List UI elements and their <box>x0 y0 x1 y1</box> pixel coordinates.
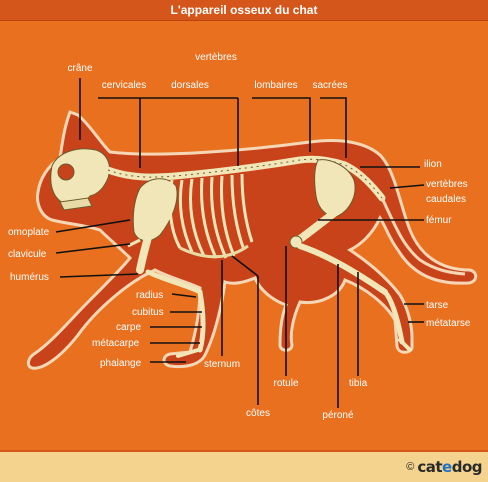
label-perone: péroné <box>322 410 354 421</box>
front-phalanges-bone <box>176 348 200 358</box>
catedog-logo-icon[interactable]: © catedog <box>406 458 482 476</box>
copyright-mark: © <box>406 461 415 473</box>
page-title: L'appareil osseux du chat <box>170 3 318 17</box>
label-cubitus: cubitus <box>132 307 164 318</box>
cat-skeleton-diagram: vertèbres crâne cervicales dorsales lomb… <box>8 52 478 421</box>
ulna-bone <box>197 289 206 353</box>
hind-phalanges-bone <box>398 338 412 352</box>
title-bar: L'appareil osseux du chat <box>0 0 488 21</box>
spine-joints <box>107 158 383 199</box>
label-phalange: phalange <box>100 358 142 369</box>
label-metacarpe: métacarpe <box>92 338 140 349</box>
brand-part-b: dog <box>451 458 483 476</box>
skeleton-illustration <box>50 148 466 358</box>
label-vertebres-caudales-1: vertèbres <box>426 179 468 190</box>
label-omoplate: omoplate <box>8 227 50 238</box>
pelvis-bone <box>314 159 356 217</box>
label-cervicales: cervicales <box>102 80 146 91</box>
label-sacrees: sacrées <box>312 80 347 91</box>
label-clavicule: clavicule <box>8 249 47 260</box>
label-metatarse: métatarse <box>426 318 471 329</box>
tibia-bone <box>297 243 388 295</box>
humerus-bone <box>136 226 154 274</box>
jaw-bone <box>59 197 93 211</box>
label-carpe: carpe <box>116 322 141 333</box>
label-ilion: ilion <box>424 159 442 170</box>
label-lombaires: lombaires <box>254 80 297 91</box>
tail-vertebrae-bone <box>380 197 466 276</box>
footer-bar: © catedog <box>0 450 488 482</box>
skull-bone <box>50 148 110 205</box>
label-radius: radius <box>136 290 163 301</box>
label-dorsales: dorsales <box>171 80 209 91</box>
label-tibia: tibia <box>349 378 368 389</box>
radius-bone <box>145 269 203 295</box>
label-vertebres-caudales-2: caudales <box>426 194 466 205</box>
label-rotule: rotule <box>273 378 298 389</box>
diagram-labels: vertèbres crâne cervicales dorsales lomb… <box>8 52 471 421</box>
leader-lines <box>55 78 425 408</box>
scapula-bone <box>132 178 178 242</box>
label-tarse: tarse <box>426 300 449 311</box>
skull-eye-socket <box>57 163 75 181</box>
brand-part-e: e <box>442 458 452 476</box>
label-vertebres: vertèbres <box>195 52 237 63</box>
clavicle-bone <box>127 238 141 248</box>
metatarsus-bone <box>382 289 405 345</box>
label-cotes: côtes <box>246 408 270 419</box>
label-femur: fémur <box>426 215 452 226</box>
ribs-bone <box>168 173 254 259</box>
brand-part-a: cat <box>417 458 443 476</box>
label-sternum: sternum <box>204 359 240 370</box>
brand-name: catedog <box>417 458 482 476</box>
label-crane: crâne <box>67 63 92 74</box>
sternum-bone <box>179 244 249 259</box>
label-humerus: humérus <box>10 272 49 283</box>
